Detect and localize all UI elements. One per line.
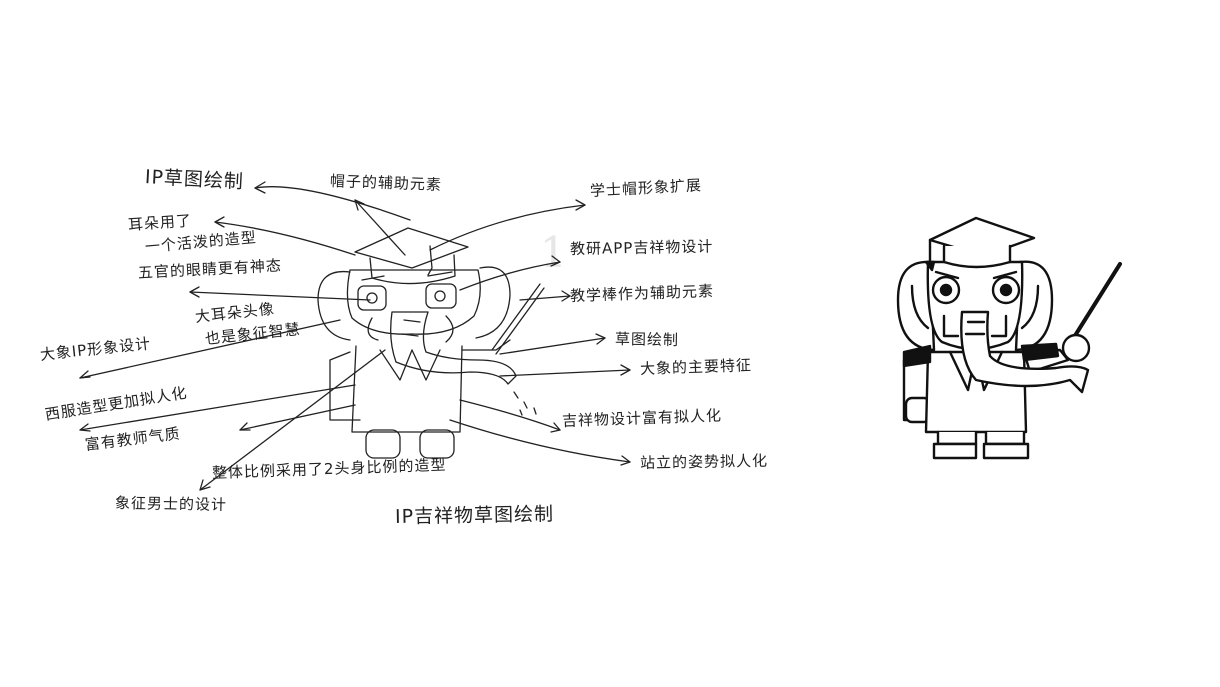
note-ip-mascot-sketch: IP吉祥物草图绘制 — [394, 503, 555, 528]
sketch-body — [351, 345, 463, 433]
sketch-hat-band — [369, 254, 456, 285]
note-features: 大象的主要特征 — [639, 356, 753, 378]
sketch-pointer — [491, 283, 541, 351]
note-draft: 草图绘制 — [614, 330, 680, 350]
sketch-arm-left — [329, 351, 361, 421]
note-hair-old: 耳朵用了 — [127, 211, 193, 234]
note-ip-sketch: IP草图绘制 — [144, 166, 245, 194]
mascot-hat-band — [942, 244, 1012, 269]
sketch-ear-right — [475, 266, 511, 339]
mascot-shoe-left — [932, 442, 978, 460]
sketch-leg-right — [419, 429, 455, 459]
sketch-leg-left — [365, 429, 401, 459]
sketch-ear-left — [317, 270, 351, 341]
mascot-leg-right — [984, 430, 1026, 446]
note-hat-tassel: 帽子的辅助元素 — [329, 172, 443, 194]
sketch-trunk — [390, 311, 517, 385]
mascot-trunk — [960, 310, 1090, 394]
mascot-hand-right — [1061, 333, 1091, 363]
note-posture: 站立的姿势拟人化 — [639, 451, 769, 472]
sketch-hat-top — [354, 227, 469, 269]
note-male-design: 象征男士的设计 — [114, 494, 228, 514]
arrow-ip-sketch — [254, 186, 411, 221]
mascot-shoe-right — [982, 442, 1030, 460]
note-app-design: 教研APP吉祥物设计 — [569, 237, 714, 258]
sketch-head — [346, 269, 481, 335]
sketch-eye-left — [357, 285, 387, 311]
mascot-leg-left — [936, 430, 978, 446]
sketch-eye-right — [425, 283, 457, 309]
watermark-mark: 1 — [540, 228, 567, 277]
sketch-arm-right — [461, 339, 511, 351]
